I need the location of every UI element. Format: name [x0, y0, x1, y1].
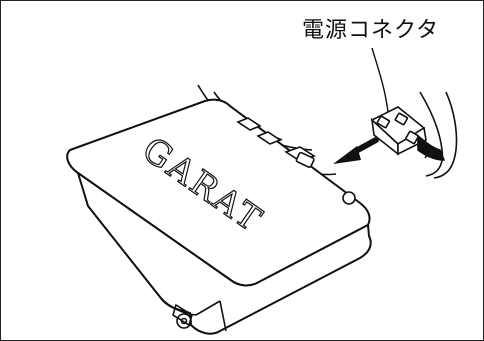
power-connector [370, 91, 458, 179]
mounting-screws [172, 303, 193, 329]
controller-edge-details [87, 205, 227, 332]
insert-direction-arrow [333, 137, 379, 164]
leader-line [371, 47, 389, 113]
device-ports [236, 117, 356, 205]
power-connector-label: 電源コネクタ [302, 18, 440, 43]
